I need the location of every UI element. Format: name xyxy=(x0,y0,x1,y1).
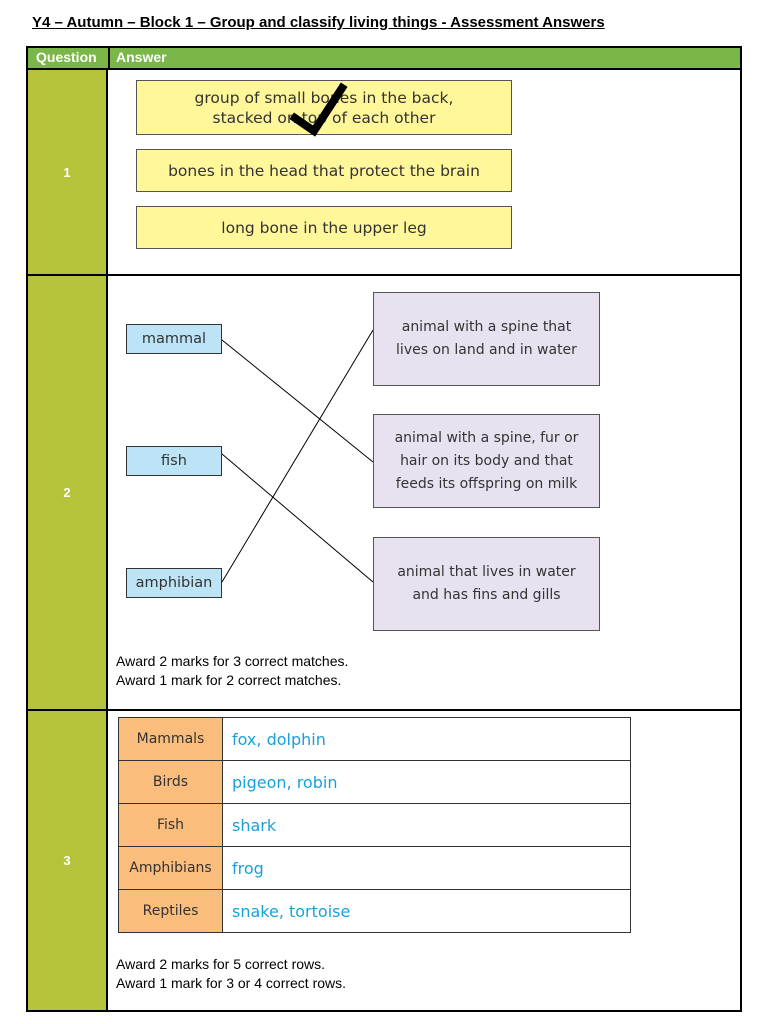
q1-option-femur: long bone in the upper leg xyxy=(136,206,512,249)
q3-marking-notes: Award 2 marks for 5 correct rows. Award … xyxy=(116,955,346,993)
table-row: Amphibians frog xyxy=(118,846,631,890)
definition-mammal: animal with a spine, fur or hair on its … xyxy=(373,414,600,508)
answer-header: Answer xyxy=(116,49,167,65)
definition-fish: animal that lives in water and has fins … xyxy=(373,537,600,631)
question-number-1: 1 xyxy=(28,70,108,274)
term-fish: fish xyxy=(126,446,222,476)
group-label: Amphibians xyxy=(118,846,223,890)
table-row: Birds pigeon, robin xyxy=(118,760,631,804)
term-mammal: mammal xyxy=(126,324,222,354)
q3-note-1-mark: Award 1 mark for 3 or 4 correct rows. xyxy=(116,975,347,991)
table-row: Fish shark xyxy=(118,803,631,847)
group-answer: pigeon, robin xyxy=(222,760,631,804)
q1-option-skull: bones in the head that protect the brain xyxy=(136,149,512,192)
group-answer: shark xyxy=(222,803,631,847)
question-header: Question xyxy=(36,49,97,65)
q1-option-vertebrae: group of small bones in the back, stacke… xyxy=(136,80,512,135)
q2-note-1-mark: Award 1 mark for 2 correct matches. xyxy=(116,672,342,688)
page-title: Y4 – Autumn – Block 1 – Group and classi… xyxy=(32,14,605,31)
classification-table: Mammals fox, dolphin Birds pigeon, robin… xyxy=(118,717,631,933)
group-answer: frog xyxy=(222,846,631,890)
question-number-2: 2 xyxy=(28,276,108,709)
group-label: Mammals xyxy=(118,717,223,761)
q3-note-2-marks: Award 2 marks for 5 correct rows. xyxy=(116,956,326,972)
q2-marking-notes: Award 2 marks for 3 correct matches. Awa… xyxy=(116,652,348,690)
group-answer: snake, tortoise xyxy=(222,889,631,933)
question-number-3: 3 xyxy=(28,711,108,1010)
q2-note-2-marks: Award 2 marks for 3 correct matches. xyxy=(116,653,349,669)
header-row: Question Answer xyxy=(28,48,740,70)
table-row: Reptiles snake, tortoise xyxy=(118,889,631,933)
definition-amphibian: animal with a spine that lives on land a… xyxy=(373,292,600,386)
assessment-grid: Question Answer 1 2 3 xyxy=(26,46,742,1012)
group-answer: fox, dolphin xyxy=(222,717,631,761)
group-label: Fish xyxy=(118,803,223,847)
table-row: Mammals fox, dolphin xyxy=(118,717,631,761)
group-label: Reptiles xyxy=(118,889,223,933)
group-label: Birds xyxy=(118,760,223,804)
term-amphibian: amphibian xyxy=(126,568,222,598)
